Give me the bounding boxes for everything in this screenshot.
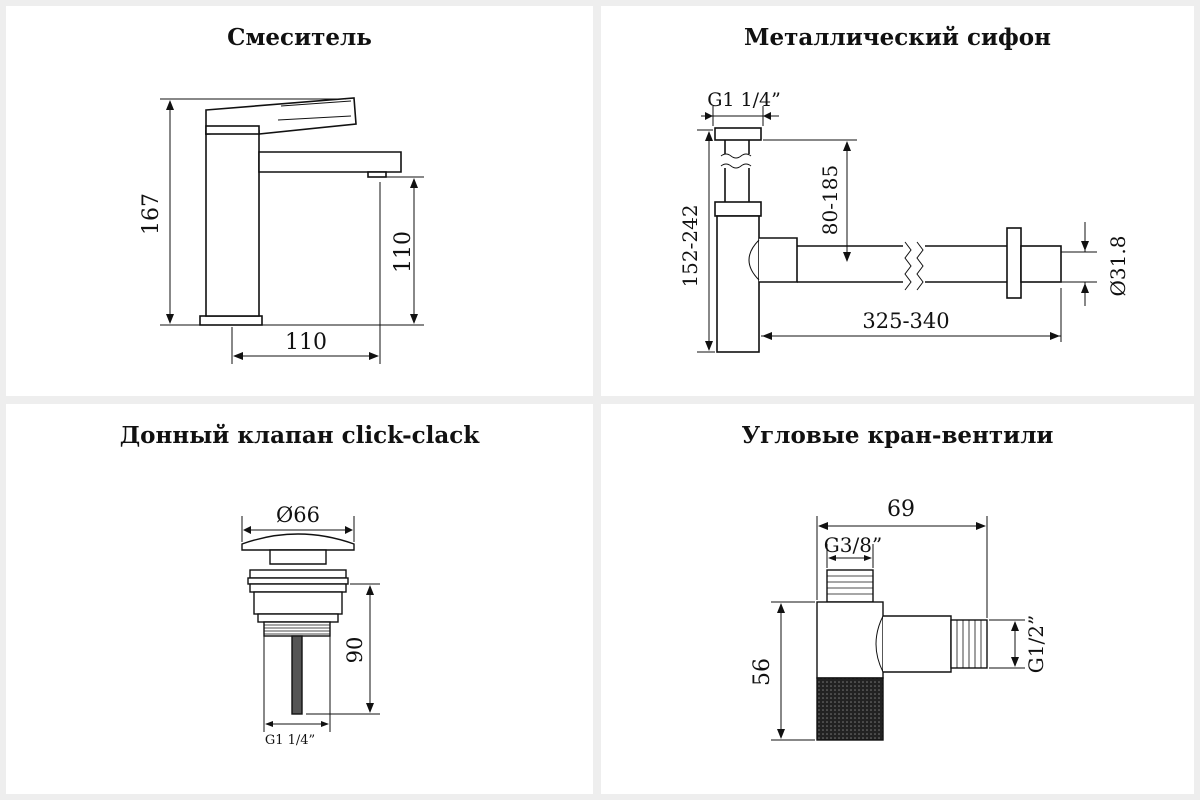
- drain-panel: Донный клапан click-clack: [6, 404, 593, 794]
- drain-dim-height: 90: [343, 637, 367, 664]
- mixer-dim-height: 167: [139, 193, 164, 235]
- valves-drawing: 69 G3/8” 56 G1/2”: [750, 497, 1048, 741]
- mixer-drawing: 167 110 110: [139, 97, 424, 364]
- mixer-panel: Смеситель: [6, 6, 593, 396]
- valves-panel: Угловые кран-вентили: [601, 404, 1194, 794]
- siphon-title: Металлический сифон: [744, 24, 1051, 51]
- mixer-dim-spout-height: 110: [391, 231, 416, 273]
- drain-dim-diameter: Ø66: [276, 503, 320, 527]
- valves-dim-thread-out: G1/2”: [1024, 615, 1048, 673]
- mixer-dim-reach: 110: [285, 330, 327, 355]
- siphon-dim-outlet-height: 80-185: [818, 165, 842, 235]
- siphon-dim-length: 325-340: [862, 309, 949, 333]
- valves-dim-width: 69: [887, 497, 915, 522]
- drain-drawing: Ø66 90 G1 1/4”: [241, 503, 380, 748]
- siphon-panel: Металлический сифон: [601, 6, 1194, 396]
- siphon-dim-diameter: Ø31.8: [1106, 236, 1130, 297]
- mixer-title: Смеситель: [227, 24, 372, 51]
- siphon-dim-thread: G1 1/4”: [707, 89, 781, 111]
- valves-dim-height: 56: [750, 658, 775, 686]
- valves-dim-thread-in: G3/8”: [824, 533, 882, 557]
- drain-dim-thread: G1 1/4”: [265, 733, 315, 748]
- siphon-drawing: G1 1/4” 152-242 80-185 325-340 Ø31.8: [678, 89, 1130, 353]
- siphon-dim-height: 152-242: [678, 204, 702, 287]
- valves-title: Угловые кран-вентили: [741, 422, 1054, 449]
- drain-title: Донный клапан click-clack: [119, 422, 480, 449]
